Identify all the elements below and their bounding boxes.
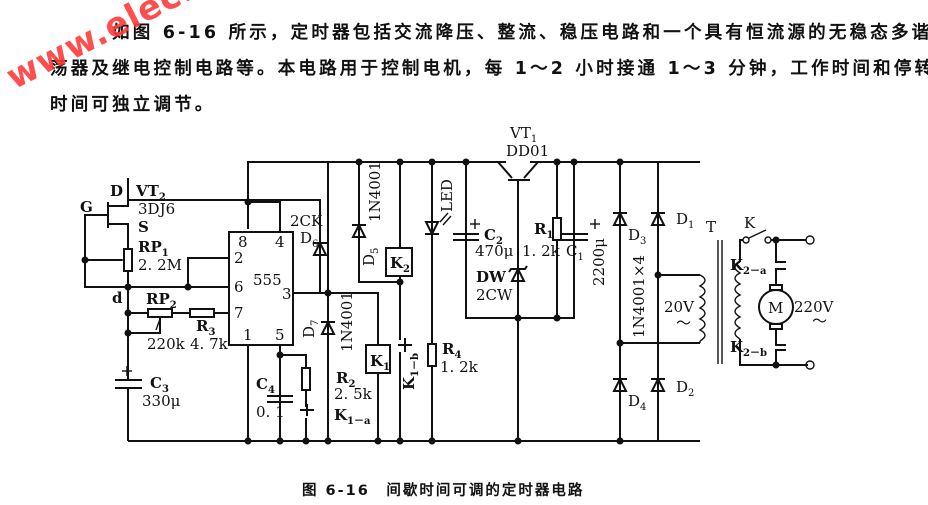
secondary-ac-symbol: ～ bbox=[676, 314, 691, 332]
d5-label: D5 bbox=[360, 248, 381, 266]
dw-part: 2CW bbox=[476, 286, 513, 304]
ic-label: 555 bbox=[253, 271, 282, 289]
d7-label: D7 bbox=[300, 320, 321, 338]
d4-label: D4 bbox=[628, 392, 646, 413]
c2-label: C2 bbox=[484, 226, 503, 247]
r4-value: 1. 2k bbox=[440, 358, 479, 376]
k1-label: K1 bbox=[370, 352, 390, 373]
ic-pin-5: 5 bbox=[275, 326, 285, 344]
rp1-value: 2. 2M bbox=[138, 256, 182, 274]
dw-label: DW bbox=[476, 268, 507, 286]
k2a-label: K2－a bbox=[730, 256, 767, 277]
rp1-label: RP1 bbox=[138, 238, 169, 259]
r1-value: 1. 2k bbox=[522, 242, 561, 260]
c3-label: C3 bbox=[150, 374, 169, 395]
switch-k-label: K bbox=[744, 214, 756, 232]
k2b-label: K2－b bbox=[730, 338, 767, 359]
capacitor-plus-marks bbox=[122, 219, 600, 376]
r3-label: R3 bbox=[196, 317, 215, 338]
diode-d7-symbol bbox=[320, 319, 336, 335]
wires bbox=[84, 161, 815, 442]
diode-d6-symbol bbox=[312, 231, 328, 293]
c3-value: 330μ bbox=[142, 392, 181, 410]
ic-pin-3: 3 bbox=[282, 285, 292, 303]
k2-label: K2 bbox=[390, 254, 410, 275]
c1-label: C1 bbox=[566, 242, 584, 263]
led-symbol bbox=[424, 212, 452, 237]
c4-label: C4 bbox=[256, 375, 275, 396]
c4-value: 0. 1 bbox=[256, 403, 285, 421]
diode-d5-symbol bbox=[351, 222, 367, 238]
description-line-3: 时间可独立调节。 bbox=[50, 95, 216, 115]
d7-part: 1N4001 bbox=[338, 291, 356, 352]
d3-label: D3 bbox=[628, 226, 646, 247]
zener-dw-symbol bbox=[508, 265, 528, 282]
k1b-label: K1－b bbox=[400, 353, 421, 390]
c2-value: 470μ bbox=[475, 242, 514, 260]
ic-pin-4: 4 bbox=[275, 233, 285, 251]
d1-label: D1 bbox=[676, 210, 694, 231]
ic-pin-7: 7 bbox=[234, 304, 244, 322]
junctions bbox=[81, 158, 780, 445]
vt2-pin-s: S bbox=[138, 218, 149, 236]
figure-caption: 图 6-16 间歇时间可调的定时器电路 bbox=[302, 483, 585, 499]
bridge-part: 1N4001×4 bbox=[630, 255, 648, 338]
c1-value: 2200μ bbox=[590, 238, 608, 286]
rp2-wiper bbox=[155, 318, 161, 331]
node-d-label: d bbox=[112, 289, 123, 307]
d6-part: 2CK bbox=[290, 212, 323, 230]
d5-part: 1N4001 bbox=[366, 161, 384, 222]
d2-label: D2 bbox=[676, 378, 694, 399]
r3-value: 4. 7k bbox=[190, 335, 229, 353]
r4-label: R4 bbox=[442, 340, 461, 361]
vt2-label: VT2 bbox=[135, 182, 166, 203]
r2-value: 2. 5k bbox=[334, 385, 373, 403]
rp2-value: 220k bbox=[147, 335, 186, 353]
mains-voltage: 220V bbox=[794, 298, 835, 316]
d6-label: D6 bbox=[300, 229, 318, 250]
r2-label: R2 bbox=[336, 369, 355, 390]
r1-label: R1 bbox=[534, 220, 553, 241]
ic-pin-2: 2 bbox=[234, 249, 244, 267]
rp2-label: RP2 bbox=[146, 290, 177, 311]
mains-ac-symbol: ～ bbox=[812, 312, 827, 330]
vt2-part: 3DJ6 bbox=[138, 200, 175, 218]
description-line-2: 荡器及继电控制电路等。本电路用于控制电机，每 1～2 小时接通 1～3 分钟，工… bbox=[50, 59, 928, 79]
k1a-label: K1－a bbox=[334, 406, 371, 427]
ic-pin-1: 1 bbox=[243, 326, 253, 344]
bridge-diodes-symbol bbox=[612, 210, 666, 392]
secondary-voltage: 20V bbox=[664, 298, 695, 316]
ic-pin-8: 8 bbox=[238, 233, 248, 251]
transformer-label: T bbox=[706, 218, 716, 236]
vt1-part: DD01 bbox=[506, 142, 549, 160]
ic-pin-6: 6 bbox=[234, 278, 244, 296]
vt1-label: VT1 bbox=[509, 124, 537, 145]
motor-label: M bbox=[768, 299, 783, 317]
vt2-pin-d: D bbox=[110, 182, 123, 200]
vt2-pin-g: G bbox=[80, 198, 93, 216]
led-label: LED bbox=[438, 179, 456, 212]
description-line-1: 如图 6-16 所示，定时器包括交流降压、整流、稳压电路和一个具有恒流源的无稳态… bbox=[112, 23, 928, 43]
